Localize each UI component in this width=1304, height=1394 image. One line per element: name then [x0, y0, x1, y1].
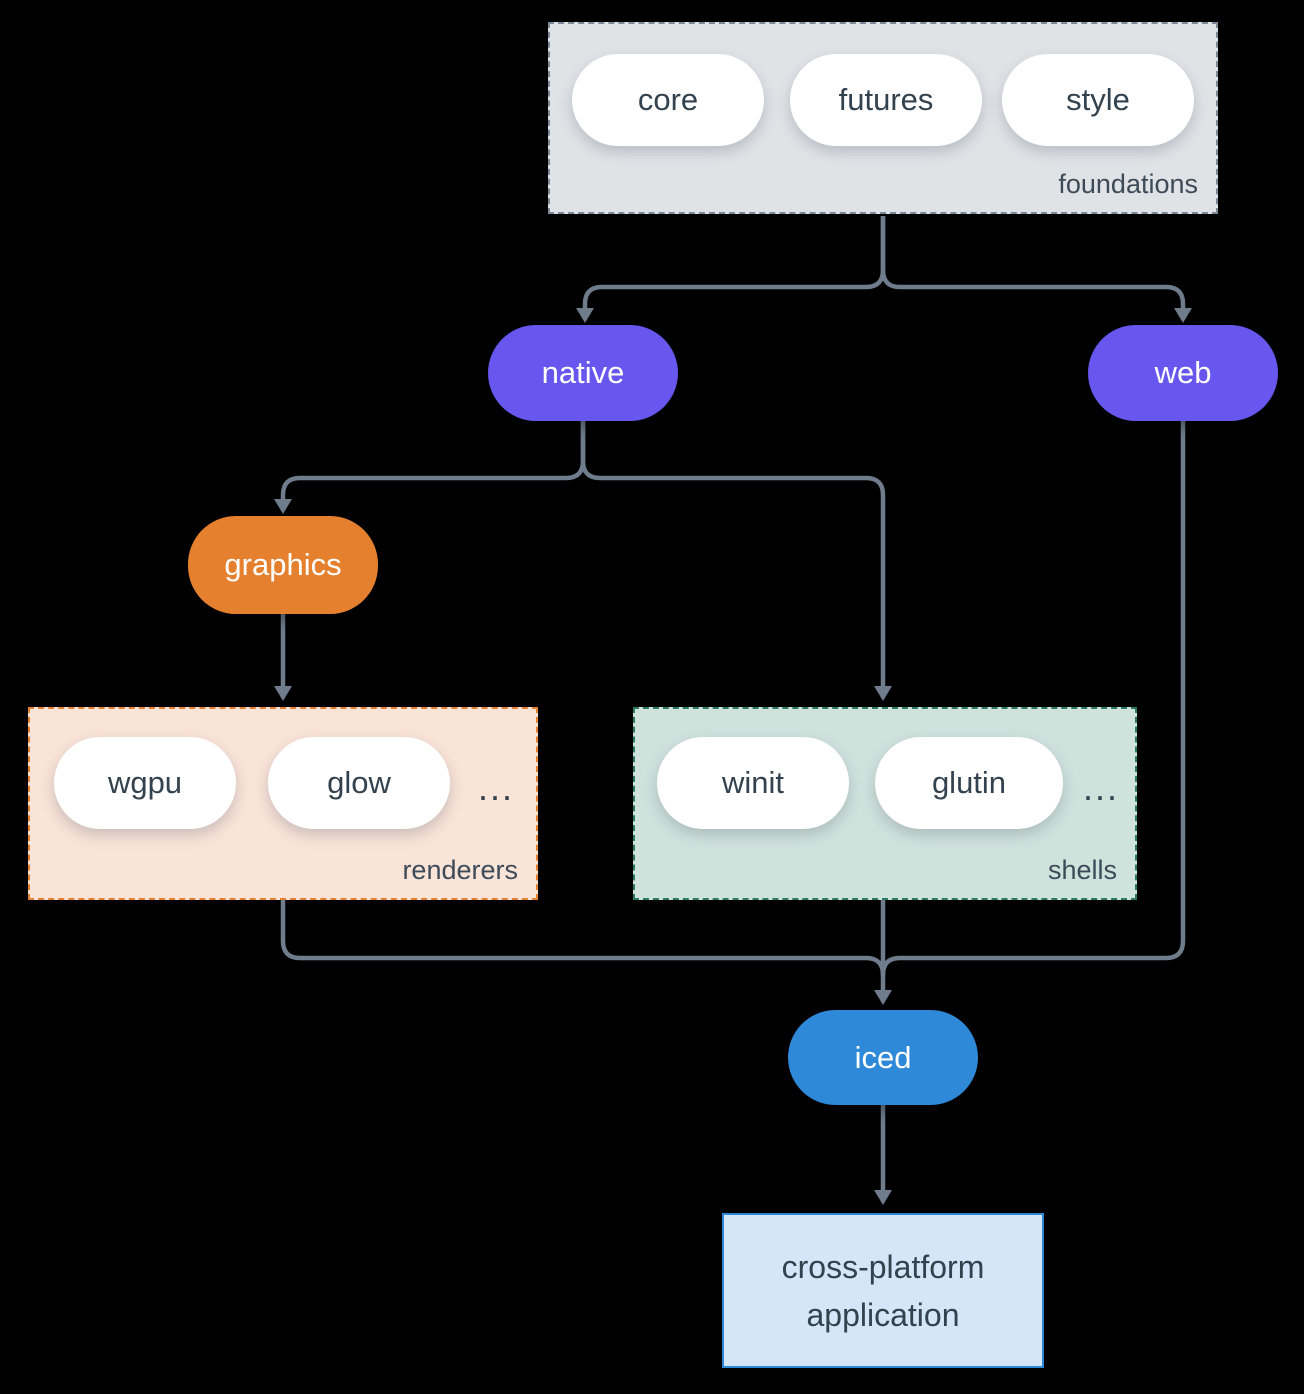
arrowhead-web — [1174, 308, 1192, 323]
shells-ellipsis: ... — [1083, 767, 1120, 808]
node-core: core — [572, 54, 764, 146]
application-label: cross-platform application — [781, 1248, 985, 1333]
edge-native-graphics — [280, 421, 586, 500]
node-style: style — [1002, 54, 1194, 146]
node-glutin: glutin — [875, 737, 1063, 829]
node-wgpu: wgpu — [54, 737, 236, 829]
renderers-label: renderers — [402, 855, 518, 885]
arrowhead-graphics — [274, 499, 292, 514]
node-graphics: graphics — [188, 516, 378, 614]
node-cross-platform-application: cross-platform application — [722, 1213, 1044, 1368]
shells-group: winit glutin ... shells — [633, 707, 1137, 900]
shells-label: shells — [1047, 855, 1117, 885]
arrowhead-native — [576, 308, 594, 323]
arrowhead-iced — [874, 990, 892, 1005]
node-glow: glow — [268, 737, 450, 829]
node-winit: winit — [657, 737, 849, 829]
node-native: native — [488, 325, 678, 421]
foundations-label: foundations — [1058, 169, 1198, 199]
node-iced: iced — [788, 1010, 978, 1105]
arrowhead-shells — [874, 686, 892, 701]
arrowhead-renderers — [274, 686, 292, 701]
arrowhead-application — [874, 1190, 892, 1205]
edge-foundations-native — [582, 216, 886, 310]
renderers-group: wgpu glow ... renderers — [28, 707, 538, 900]
edge-renderers-iced — [280, 900, 886, 976]
edge-native-shells — [580, 421, 886, 688]
node-web: web — [1088, 325, 1278, 421]
foundations-group: core futures style foundations — [548, 22, 1218, 214]
node-futures: futures — [790, 54, 982, 146]
edge-foundations-web — [880, 216, 1186, 310]
renderers-ellipsis: ... — [478, 767, 515, 808]
